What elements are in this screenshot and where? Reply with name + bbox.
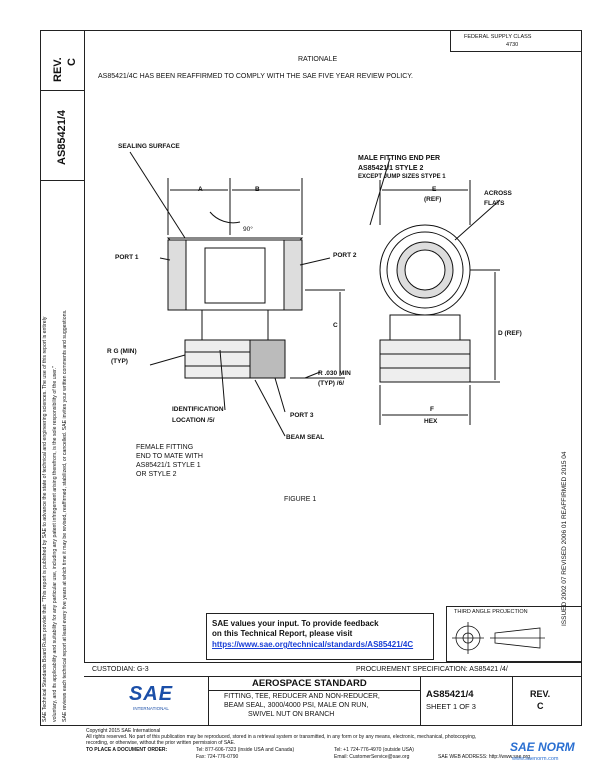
left-column-divider <box>84 30 85 662</box>
footer-web: SAE WEB ADDRESS: http://www.sae.org <box>438 754 530 760</box>
doc-number-left: AS85421/4 <box>56 109 68 165</box>
footer-fax: Fax: 724-776-0790 <box>196 754 239 760</box>
doc-number-title: AS85421/4 <box>426 689 474 700</box>
angle-label: 90° <box>243 226 253 233</box>
dim-a-label: A <box>198 186 203 193</box>
footer-tel-1: Tel: 877-606-7323 (inside USA and Canada… <box>196 747 295 753</box>
hex-label: HEX <box>424 418 438 425</box>
across-flats-label-1: ACROSS <box>484 190 512 197</box>
desc-line-2: BEAM SEAL, 3000/4000 PSI, MALE ON RUN, <box>224 702 369 709</box>
side-note-3: SAE reviews each technical report at lea… <box>62 309 68 723</box>
sae-logo-sub: INTERNATIONAL <box>133 706 169 711</box>
dim-e-label: E <box>432 186 437 193</box>
standard-label: AEROSPACE STANDARD <box>252 678 367 689</box>
fed-supply-label: FEDERAL SUPPLY CLASS <box>464 34 532 40</box>
sae-logo-text: SAE <box>128 683 174 705</box>
ident-loc-label: LOCATION /5/ <box>172 417 215 424</box>
projection-symbol-icon <box>452 622 545 654</box>
feedback-box <box>206 613 434 660</box>
custodian-label: CUSTODIAN: G-3 <box>92 666 149 673</box>
watermark-sub: www.saenorm.com <box>512 756 559 762</box>
footer-rights-2: recording, or otherwise, without the pri… <box>86 740 236 746</box>
footer-tel-2: Tel: +1 724-776-4970 (outside USA) <box>334 747 414 753</box>
desc-line-3: SWIVEL NUT ON BRANCH <box>248 711 335 718</box>
male-fitting-label-3: EXCEPT JUMP SIZES STYPE 1 <box>358 174 446 180</box>
custodian-rule-top <box>84 662 582 663</box>
feedback-line-2: on this Technical Report, please visit <box>212 629 353 638</box>
footer-order: TO PLACE A DOCUMENT ORDER: <box>86 747 168 753</box>
right-margin-dates: ISSUED 2002 07 REVISED 2006 01 REAFFIRME… <box>561 451 568 626</box>
rev-label-title: REV. <box>530 689 551 699</box>
r-g-label: R G (MIN) <box>107 348 137 355</box>
male-fitting-label-2: AS85421/1 STYLE 2 <box>358 165 424 172</box>
ident-label: IDENTIFICATION <box>172 406 224 413</box>
rev-value-left: C <box>66 58 78 66</box>
fed-supply-code: 4730 <box>506 42 519 48</box>
rationale-title: RATIONALE <box>298 56 338 63</box>
beam-seal-label: BEAM SEAL <box>286 434 325 441</box>
r-030-note: /6/ <box>336 380 345 387</box>
dim-f-label: F <box>430 406 434 413</box>
side-note-2: voluntary, and its applicability and sui… <box>52 366 58 722</box>
dim-b-label: B <box>255 186 260 193</box>
female-label-3: AS85421/1 STYLE 1 <box>136 462 201 469</box>
left-column-rule-1 <box>40 90 84 91</box>
title-divider-1 <box>208 676 209 726</box>
rev-label-left: REV. <box>52 57 64 82</box>
rationale-text: AS85421/4C HAS BEEN REAFFIRMED TO COMPLY… <box>98 73 413 80</box>
r-030-label: R .030 MIN <box>318 370 351 377</box>
port1-label: PORT 1 <box>115 254 139 261</box>
r-g-typ-label: (TYP) <box>111 358 128 365</box>
title-divider-2 <box>420 676 421 726</box>
feedback-line-1: SAE values your input. To provide feedba… <box>212 619 379 628</box>
footer-copyright: Copyright 2015 SAE International <box>86 728 161 734</box>
desc-line-1: FITTING, TEE, REDUCER AND NON-REDUCER, <box>224 693 380 700</box>
projection-box <box>446 606 582 662</box>
across-flats-label-2: FLATS <box>484 200 505 207</box>
female-label-4: OR STYLE 2 <box>136 471 177 478</box>
title-divider-3 <box>512 676 513 726</box>
dim-e-ref-label: (REF) <box>424 196 442 203</box>
sealing-surface-label: SEALING SURFACE <box>118 143 180 150</box>
dim-d-label: D (REF) <box>498 330 522 337</box>
male-fitting-label-1: MALE FITTING END PER <box>358 155 441 162</box>
female-label-1: FEMALE FITTING <box>136 444 194 451</box>
procurement-label: PROCUREMENT SPECIFICATION: AS85421 /4/ <box>356 666 508 673</box>
left-column-rule-2 <box>40 180 84 181</box>
projection-label: THIRD ANGLE PROJECTION <box>454 609 528 615</box>
ident-note: /5/ <box>207 417 215 424</box>
dim-c-label: C <box>333 322 338 329</box>
figure-caption: FIGURE 1 <box>284 496 317 503</box>
fitting-drawing <box>129 151 501 437</box>
fed-supply-box <box>450 30 582 52</box>
footer-email: Email: CustomerService@sae.org <box>334 754 410 760</box>
feedback-link[interactable]: https://www.sae.org/technical/standards/… <box>212 640 414 649</box>
watermark-text: SAE NORM <box>510 740 575 754</box>
female-label-2: END TO MATE WITH <box>136 453 203 460</box>
title-rule-standard <box>208 690 420 691</box>
port2-label: PORT 2 <box>333 252 357 259</box>
sae-logo: SAE INTERNATIONAL <box>122 683 180 717</box>
port3-label: PORT 3 <box>290 412 314 419</box>
custodian-rule-bottom <box>84 676 582 677</box>
r-030-typ-label: (TYP) /6/ <box>318 380 345 387</box>
sheet-label: SHEET 1 OF 3 <box>426 702 476 711</box>
page-frame <box>40 30 582 726</box>
rev-value-title: C <box>537 701 544 711</box>
side-note-1: SAE Technical Standards Board Rules prov… <box>42 316 48 722</box>
footer-rights: All rights reserved. No part of this pub… <box>86 734 477 740</box>
